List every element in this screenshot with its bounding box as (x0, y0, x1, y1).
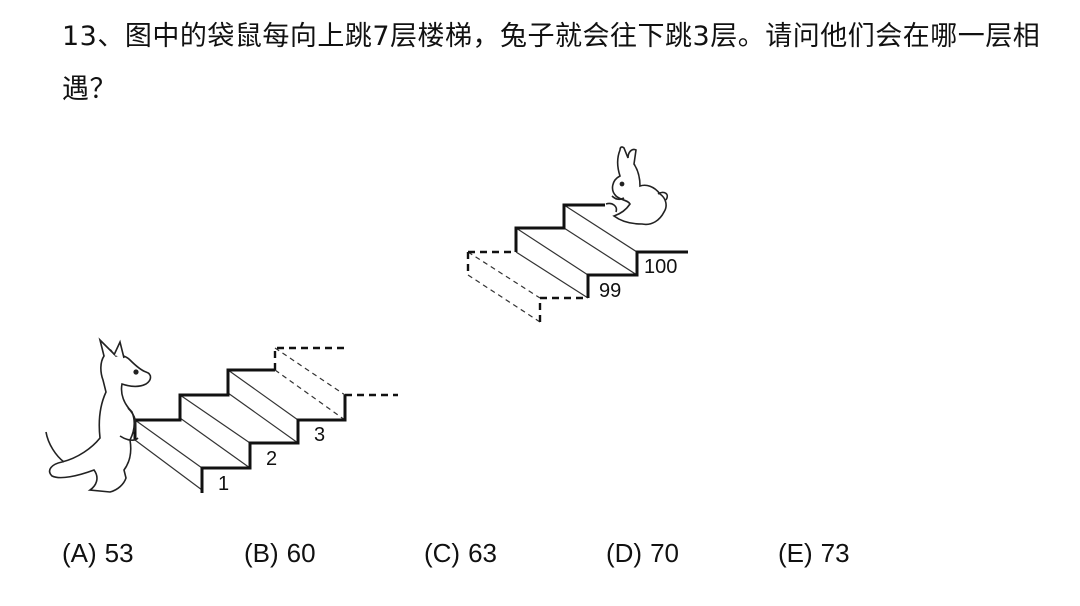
option-value: 63 (468, 538, 498, 568)
option-letter: (D) (606, 538, 643, 568)
option-e[interactable]: (E)73 (778, 538, 850, 569)
option-letter: (A) (62, 538, 97, 568)
question-number: 13、 (62, 21, 125, 52)
option-d[interactable]: (D)70 (606, 538, 679, 569)
top-staircase (466, 203, 688, 323)
step-label-99: 99 (599, 280, 621, 302)
option-letter: (B) (244, 538, 279, 568)
option-b[interactable]: (B)60 (244, 538, 316, 569)
step-label-100: 100 (644, 256, 677, 278)
bottom-staircase (133, 346, 398, 493)
option-a[interactable]: (A)53 (62, 538, 134, 569)
step-label-2: 2 (266, 448, 277, 470)
step-label-3: 3 (314, 424, 325, 446)
rabbit-icon (605, 146, 669, 226)
option-c[interactable]: (C)63 (424, 538, 497, 569)
option-letter: (C) (424, 538, 461, 568)
option-value: 73 (820, 538, 850, 568)
question-body: 图中的袋鼠每向上跳7层楼梯，兔子就会往下跳3层。请问他们会在哪一层相遇？ (62, 21, 1041, 105)
option-value: 53 (104, 538, 134, 568)
kangaroo-icon (45, 337, 152, 493)
option-value: 70 (650, 538, 680, 568)
step-label-1: 1 (218, 473, 229, 495)
option-value: 60 (286, 538, 316, 568)
question-text: 13、图中的袋鼠每向上跳7层楼梯，兔子就会往下跳3层。请问他们会在哪一层相遇？ (62, 10, 1052, 116)
option-letter: (E) (778, 538, 813, 568)
answer-options: (A)53 (B)60 (C)63 (D)70 (E)73 (62, 538, 1022, 578)
